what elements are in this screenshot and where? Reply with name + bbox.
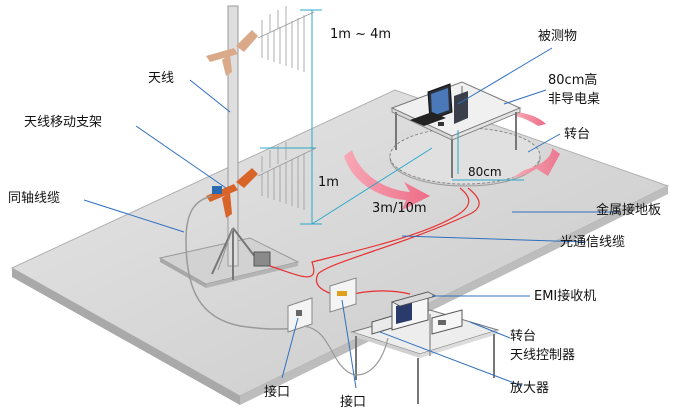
label-coax: 同轴线缆 bbox=[8, 190, 60, 206]
label-turntable: 转台 bbox=[564, 127, 590, 142]
label-controller-line1: 转台 bbox=[510, 329, 536, 344]
antenna-mast bbox=[158, 5, 300, 288]
amplifier bbox=[371, 315, 393, 335]
label-ground-plane: 金属接地板 bbox=[596, 202, 661, 218]
label-port-left: 接口 bbox=[264, 384, 290, 400]
label-table-height: 80cm bbox=[468, 165, 502, 179]
dimension-lines bbox=[260, 9, 524, 225]
log-periodic-antenna-upper bbox=[257, 6, 315, 72]
label-eut: 被测物 bbox=[538, 29, 577, 44]
turntable-disc bbox=[389, 127, 541, 187]
label-antenna-mast: 天线移动支架 bbox=[24, 115, 102, 130]
emi-receiver bbox=[390, 291, 438, 331]
coax-to-receiver bbox=[303, 325, 389, 376]
label-table-line2: 非导电桌 bbox=[548, 92, 600, 107]
label-antenna: 天线 bbox=[148, 71, 174, 86]
label-amplifier: 放大器 bbox=[510, 381, 549, 396]
leader-lines bbox=[83, 47, 620, 389]
coax-cable bbox=[185, 195, 305, 330]
label-controller-line2: 天线控制器 bbox=[510, 348, 575, 363]
wall-port-right bbox=[329, 277, 357, 313]
label-height-1m: 1m bbox=[318, 175, 339, 190]
label-table-line1: 80cm高 bbox=[548, 72, 597, 88]
rotation-arrows bbox=[344, 112, 560, 210]
label-distance: 3m/10m bbox=[372, 201, 427, 216]
log-periodic-antenna-lower bbox=[257, 142, 317, 210]
wall-port-left bbox=[287, 297, 313, 333]
antenna-clamps bbox=[206, 30, 258, 218]
label-port-right: 接口 bbox=[340, 394, 366, 410]
label-height-range: 1m ~ 4m bbox=[330, 27, 391, 42]
eut-computer bbox=[410, 83, 468, 126]
fiber-optic-cable-main bbox=[315, 187, 480, 297]
label-receiver: EMI接收机 bbox=[534, 288, 596, 304]
turntable-antenna-controller bbox=[431, 309, 463, 335]
label-fiber: 光通信线缆 bbox=[560, 234, 625, 250]
